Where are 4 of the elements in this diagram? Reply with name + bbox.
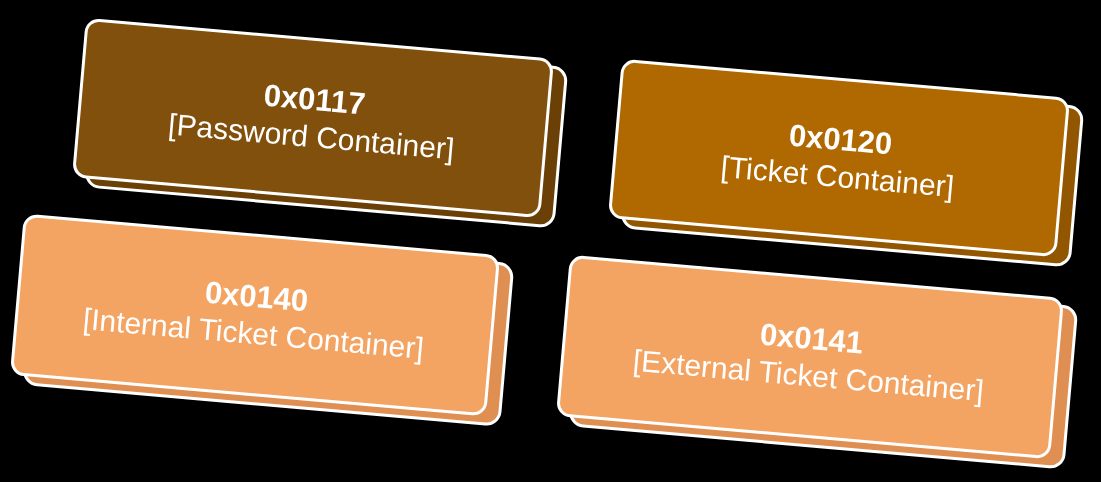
hex-code: 0x0140	[203, 273, 310, 319]
hex-code: 0x0141	[758, 315, 865, 361]
hex-code: 0x0117	[262, 76, 367, 122]
hex-code: 0x0120	[787, 116, 894, 162]
